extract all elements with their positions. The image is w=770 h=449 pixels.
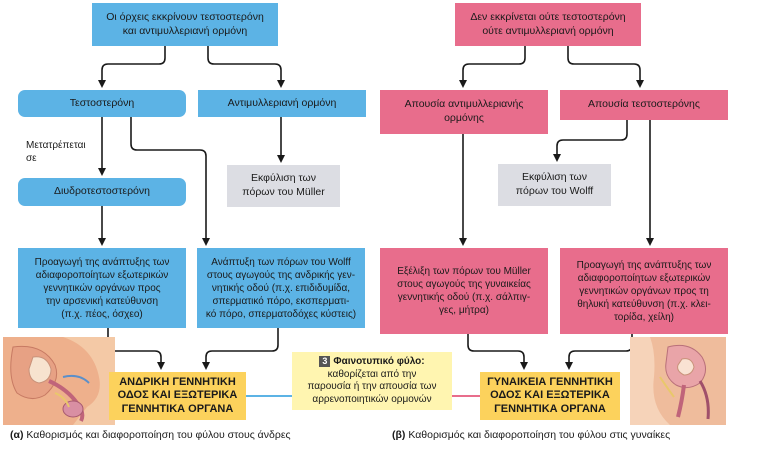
muller-development-box: Εξέλιξη των πόρων του Müller στους αγωγο… — [380, 248, 548, 334]
wolff-regression-box: Εκφύλιση των πόρων του Wolff — [498, 164, 611, 206]
female-result-box: ΓΥΝΑΙΚΕΙΑ ΓΕΝΝΗΤΙΚΗ ΟΔΟΣ ΚΑΙ ΕΞΩΤΕΡΙΚΑ Γ… — [480, 372, 620, 420]
wolff-development-box: Ανάπτυξη των πόρων του Wolff στους αγωγο… — [197, 248, 365, 328]
step-number-badge: 3 — [319, 356, 330, 367]
converted-label: Μετατρέπεται σε — [26, 139, 86, 165]
no-amh-box: Απουσία αντιμυλλεριανής ορμόνης — [380, 90, 548, 134]
female-caption-letter: (β) — [392, 429, 405, 441]
phenotypic-title: Φαινοτυπικό φύλο: — [333, 356, 424, 367]
male-external-development-box: Προαγωγή της ανάπτυξης των αδιαφοροποίητ… — [18, 248, 186, 328]
dht-box: Διυδροτεστοστερόνη — [18, 178, 186, 206]
female-external-development-box: Προαγωγή της ανάπτυξης των αδιαφοροποίητ… — [560, 248, 728, 334]
female-caption: (β) Καθορισμός και διαφοροποίηση του φύλ… — [392, 429, 670, 441]
male-caption-text: Καθορισμός και διαφοροποίηση του φύλου σ… — [26, 429, 290, 441]
male-anatomy-illustration — [3, 337, 115, 425]
male-caption-letter: (α) — [10, 429, 23, 441]
muller-regression-box: Εκφύλιση των πόρων του Müller — [227, 165, 340, 207]
female-anatomy-illustration — [630, 337, 726, 425]
male-top-box: Οι όρχεις εκκρίνουν τεστοστερόνη και αντ… — [92, 3, 278, 46]
phenotypic-text: καθορίζεται από την παρουσία ή την απουσ… — [295, 369, 449, 407]
amh-box: Αντιμυλλεριανή ορμόνη — [198, 90, 366, 117]
female-top-box: Δεν εκκρίνεται ούτε τεστοστερόνη ούτε αν… — [455, 3, 641, 46]
female-caption-text: Καθορισμός και διαφοροποίηση του φύλου σ… — [408, 429, 670, 441]
no-testosterone-box: Απουσία τεστοστερόνης — [560, 90, 728, 120]
male-caption: (α) Καθορισμός και διαφοροποίηση του φύλ… — [10, 429, 291, 441]
testosterone-box: Τεστοστερόνη — [18, 90, 186, 117]
male-result-box: ΑΝΔΡΙΚΗ ΓΕΝΝΗΤΙΚΗ ΟΔΟΣ ΚΑΙ ΕΞΩΤΕΡΙΚΑ ΓΕΝ… — [109, 372, 246, 420]
